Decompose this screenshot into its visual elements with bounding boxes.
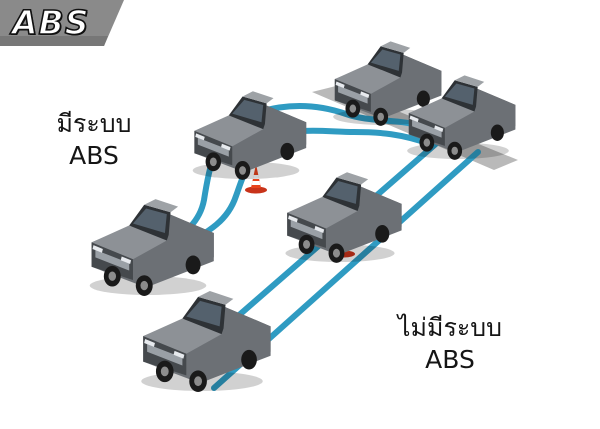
caption-without-abs-line1: ไม่มีระบบ: [397, 313, 503, 342]
caption-without-abs-line2: ABS: [425, 345, 475, 374]
caption-with-abs-line2: ABS: [69, 141, 119, 170]
abs-badge-background: [0, 0, 124, 46]
car-abs-start: [89, 199, 214, 296]
caption-with-abs: มีระบบ ABS: [34, 108, 154, 172]
caption-without-abs: ไม่มีระบบ ABS: [380, 312, 520, 376]
abs-badge-label: ABS: [11, 2, 90, 43]
abs-badge-shade: [0, 36, 108, 46]
abs-badge: ABS: [0, 0, 124, 46]
caption-with-abs-line1: มีระบบ: [56, 109, 132, 138]
